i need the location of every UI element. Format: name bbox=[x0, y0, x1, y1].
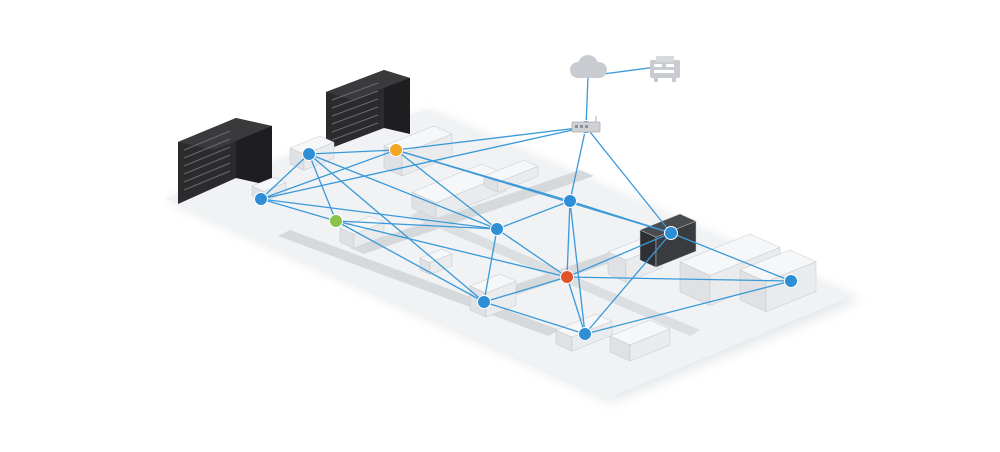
network-link bbox=[260, 198, 337, 222]
network-node-default bbox=[664, 226, 678, 240]
cloud-icon bbox=[570, 55, 607, 78]
factory-floor bbox=[165, 110, 860, 402]
network-link bbox=[260, 149, 397, 200]
network-link bbox=[585, 75, 589, 128]
network-node-default bbox=[302, 147, 316, 161]
router-icon bbox=[571, 116, 601, 133]
network-link bbox=[395, 149, 672, 234]
network-link bbox=[483, 228, 498, 303]
robot-table bbox=[609, 319, 671, 362]
network-link bbox=[584, 280, 792, 335]
network-link bbox=[308, 153, 485, 303]
network-link bbox=[496, 228, 568, 278]
cnc-machine-dark bbox=[639, 213, 697, 268]
network-link bbox=[483, 301, 586, 335]
server-rack-right bbox=[326, 70, 410, 150]
network-link bbox=[585, 126, 672, 234]
network-nodes bbox=[254, 120, 798, 341]
network-link bbox=[308, 149, 397, 155]
network-node-default bbox=[490, 222, 504, 236]
workstation bbox=[419, 248, 453, 275]
network-node-default bbox=[254, 192, 268, 206]
network-node-orange bbox=[389, 143, 403, 157]
network-link bbox=[395, 126, 587, 151]
conveyor-unit bbox=[289, 135, 335, 171]
network-link bbox=[395, 149, 498, 230]
network-node-red bbox=[560, 270, 574, 284]
network-node-default bbox=[563, 194, 577, 208]
network-link bbox=[569, 200, 586, 335]
network-node-default bbox=[784, 274, 798, 288]
network-link bbox=[260, 153, 310, 200]
network-link bbox=[566, 232, 672, 278]
fence-area bbox=[483, 159, 539, 193]
network-node-default bbox=[578, 327, 592, 341]
network-node-green bbox=[329, 214, 343, 228]
network-node-default bbox=[477, 295, 491, 309]
network-link bbox=[670, 232, 792, 282]
network-link bbox=[335, 220, 485, 303]
network-links bbox=[260, 65, 792, 335]
network-link bbox=[335, 220, 568, 278]
server-icon bbox=[650, 56, 680, 82]
network-link bbox=[566, 200, 571, 278]
network-link bbox=[569, 126, 587, 202]
network-link bbox=[566, 276, 792, 282]
aisle bbox=[410, 210, 700, 336]
network-link bbox=[335, 220, 498, 230]
network-link bbox=[308, 153, 337, 222]
network-link bbox=[483, 276, 568, 303]
network-link bbox=[584, 232, 672, 335]
network-link bbox=[569, 200, 672, 234]
network-link bbox=[260, 126, 587, 200]
network-link bbox=[566, 276, 586, 335]
network-link bbox=[496, 200, 571, 230]
server-rack-left bbox=[178, 118, 272, 204]
network-link bbox=[308, 153, 498, 230]
